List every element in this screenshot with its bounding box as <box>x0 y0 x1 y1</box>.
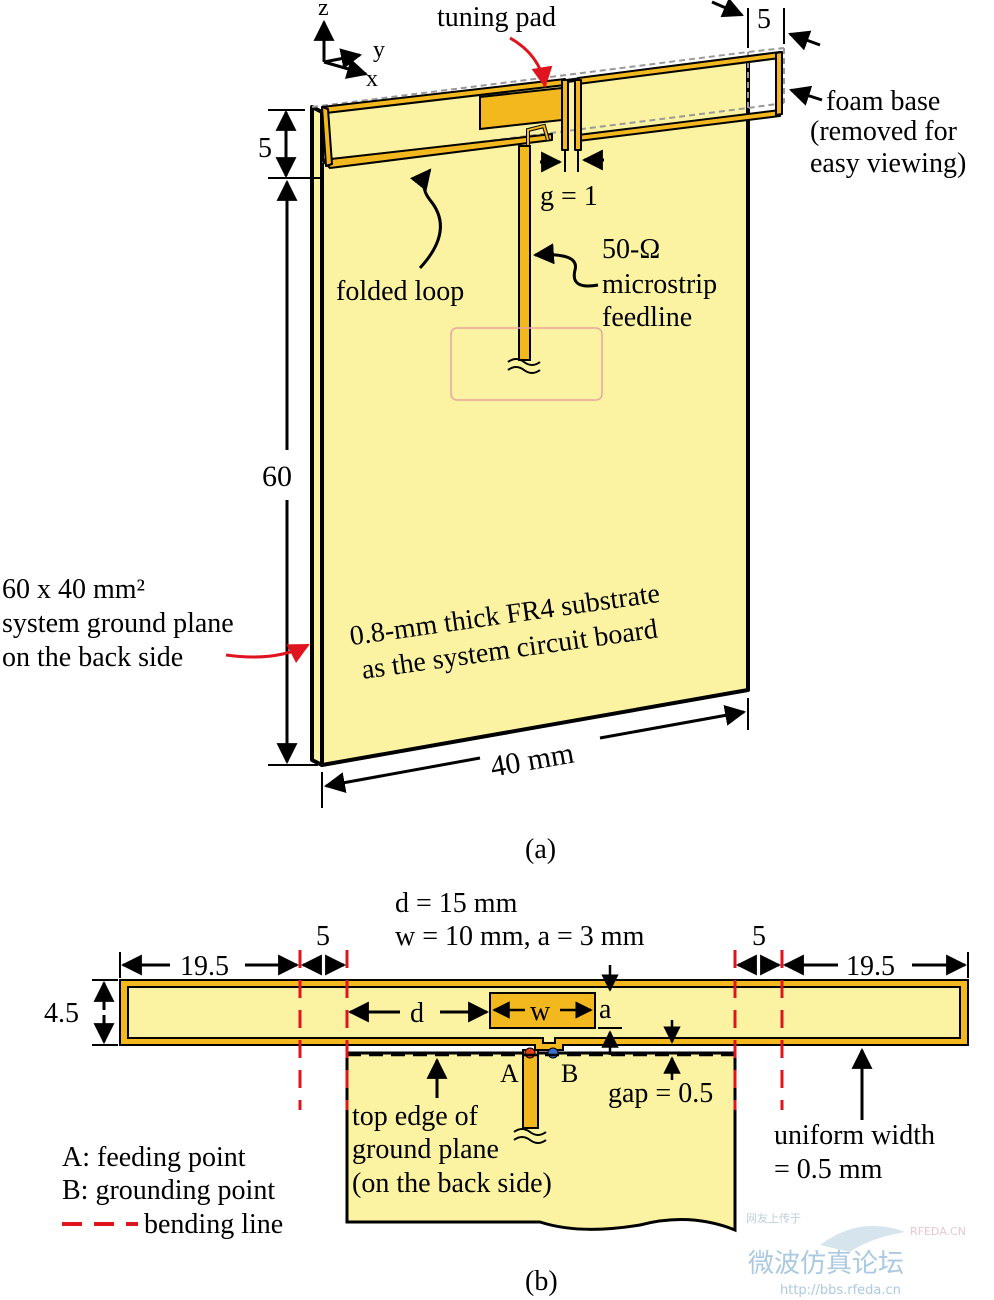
uniform-width-label: uniform width = 0.5 mm <box>774 1120 942 1185</box>
caption-b: (b) <box>525 1266 558 1297</box>
legend-grounding: B: grounding point <box>62 1175 275 1206</box>
highlight-box <box>450 327 603 401</box>
feedline-b <box>522 1049 539 1129</box>
dim-5-left: 5 <box>316 921 330 952</box>
caption-a: (a) <box>525 834 556 865</box>
tuning-pad <box>479 86 563 131</box>
dim-5-right: 5 <box>752 921 766 952</box>
axis-z: z <box>318 0 329 21</box>
legend-feeding: A: feeding point <box>62 1142 246 1173</box>
watermark: 网友上传于 RFEDA.CN 微波仿真论坛 http://bbs.rfeda.c… <box>746 1211 966 1298</box>
dim-top-5: 5 <box>757 4 771 35</box>
watermark-logo-icon <box>820 1225 905 1252</box>
top-edge-label: top edge of ground plane (on the back si… <box>352 1101 552 1199</box>
params-label: d = 15 mm w = 10 mm, a = 3 mm <box>395 888 645 952</box>
gap-b-label: gap = 0.5 <box>608 1078 713 1109</box>
point-a-label: A <box>500 1059 519 1088</box>
folded-loop-label: folded loop <box>336 276 464 307</box>
dim-19-5-left: 19.5 <box>180 951 229 982</box>
feedline-b-break-icon <box>513 1128 547 1144</box>
dim-60: 60 <box>262 460 292 493</box>
folded-loop <box>321 51 783 169</box>
feedline-label: 50-Ω microstrip feedline <box>602 234 724 333</box>
legend: A: feeding point B: grounding point bend… <box>62 1142 283 1240</box>
watermark-url: http://bbs.rfeda.cn <box>780 1283 901 1298</box>
d-label: d <box>410 998 424 1029</box>
gap-label: g = 1 <box>540 181 598 212</box>
a-label: a <box>599 994 612 1025</box>
watermark-title: 微波仿真论坛 <box>748 1249 904 1279</box>
grounding-point <box>547 1047 559 1059</box>
figure-b: d = 15 mm w = 10 mm, a = 3 mm 19.5 5 5 1… <box>44 888 969 1297</box>
figure-a: z y x tuning pad 5 foam base (removed fo… <box>2 0 966 865</box>
w-label: w <box>530 996 551 1027</box>
feedline-break-icon <box>507 358 541 374</box>
watermark-line1: 网友上传于 <box>746 1211 801 1225</box>
point-b-label: B <box>561 1059 578 1088</box>
axis-x: x <box>366 66 378 92</box>
bending-lines <box>298 950 784 1110</box>
watermark-brand: RFEDA.CN <box>910 1225 966 1238</box>
foam-base-label: foam base (removed for easy viewing) <box>810 86 966 179</box>
ground-plane-piece <box>345 1051 737 1233</box>
feeding-point <box>524 1047 536 1059</box>
dim-4-5: 4.5 <box>44 998 79 1029</box>
dim-19-5-right: 19.5 <box>846 951 895 982</box>
legend-bending: bending line <box>144 1209 283 1240</box>
axis-y: y <box>373 37 385 63</box>
dim-40: 40 mm <box>488 737 577 784</box>
microstrip-feedline <box>518 145 531 361</box>
tuning-pad-label: tuning pad <box>437 2 556 33</box>
axes-icon <box>313 19 369 79</box>
ground-plane-label: 60 x 40 mm² system ground plane on the b… <box>2 574 241 673</box>
dim-left-5: 5 <box>258 133 272 164</box>
